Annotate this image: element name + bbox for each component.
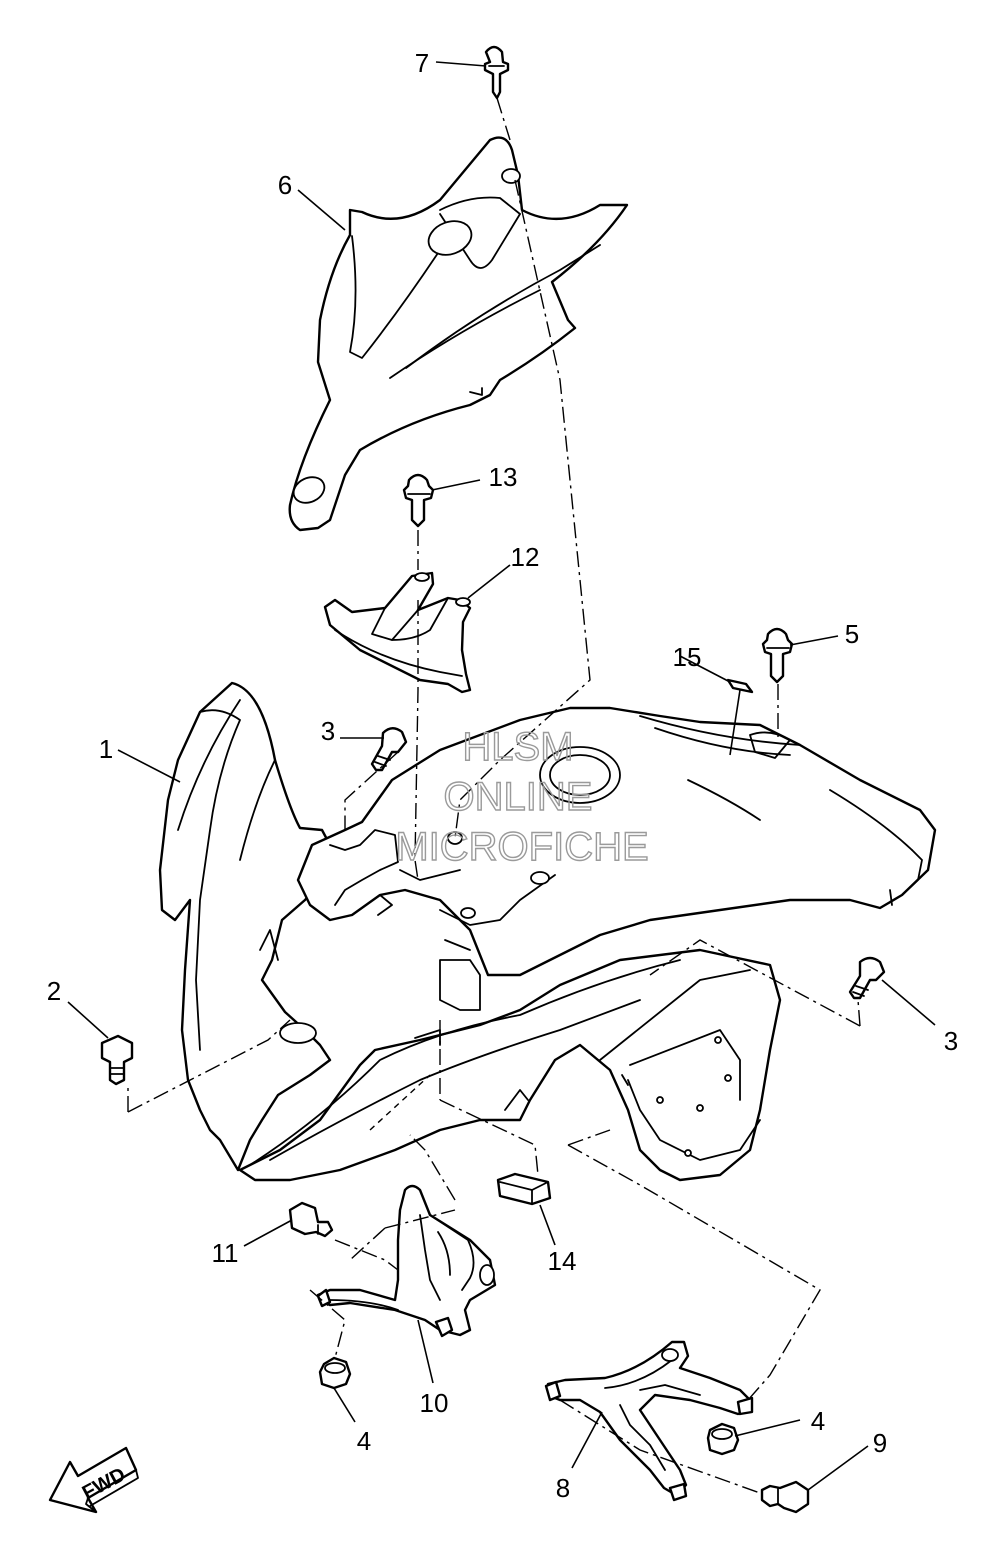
push-rivet-7 <box>483 45 510 100</box>
forward-direction-badge: FWD <box>48 1446 139 1514</box>
callout-8: 8 <box>556 1473 570 1503</box>
callout-3-right: 3 <box>944 1026 958 1056</box>
front-fender-1 <box>158 681 937 1182</box>
callout-4-left: 4 <box>357 1426 371 1456</box>
callout-9: 9 <box>873 1428 887 1458</box>
callout-1: 1 <box>99 734 113 764</box>
callout-3-upper: 3 <box>321 716 335 746</box>
watermark-line-2: ONLINE <box>444 775 593 819</box>
reference-lines <box>127 97 861 1494</box>
forward-arrow-icon <box>48 1446 138 1514</box>
leader-lines <box>67 61 936 1491</box>
watermark-line-1: HLSM <box>462 725 573 769</box>
callout-12: 12 <box>511 542 540 572</box>
label-15 <box>726 678 754 694</box>
bolt-3-right <box>848 956 886 1000</box>
block-14 <box>496 1172 552 1206</box>
upper-front-cover-6 <box>288 136 629 532</box>
nut-4-left <box>318 1356 352 1390</box>
callout-6: 6 <box>278 170 292 200</box>
callout-15: 15 <box>673 642 702 672</box>
bolt-9 <box>760 1480 810 1514</box>
bracket-8 <box>544 1340 754 1502</box>
bolt-3-upper <box>370 727 408 772</box>
bolt-11 <box>288 1201 334 1238</box>
bracket-12 <box>323 571 472 694</box>
callout-7: 7 <box>415 48 429 78</box>
callout-5: 5 <box>845 619 859 649</box>
callout-2: 2 <box>47 976 61 1006</box>
watermark-line-3: MICROFICHE <box>395 825 648 869</box>
callout-11: 11 <box>212 1238 239 1268</box>
callout-10: 10 <box>420 1388 449 1418</box>
nut-4-right <box>706 1422 740 1456</box>
bracket-10 <box>316 1184 497 1338</box>
push-rivet-5 <box>761 627 794 684</box>
watermark: HLSM ONLINE MICROFICHE <box>395 724 650 869</box>
bolt-2 <box>100 1034 134 1086</box>
callout-4-right: 4 <box>811 1406 825 1436</box>
callout-13: 13 <box>489 462 518 492</box>
callout-14: 14 <box>548 1246 577 1276</box>
callout-labels: 7 6 13 12 5 15 1 3 2 3 11 14 10 4 4 9 8 <box>47 48 958 1503</box>
push-rivet-13 <box>402 473 435 528</box>
